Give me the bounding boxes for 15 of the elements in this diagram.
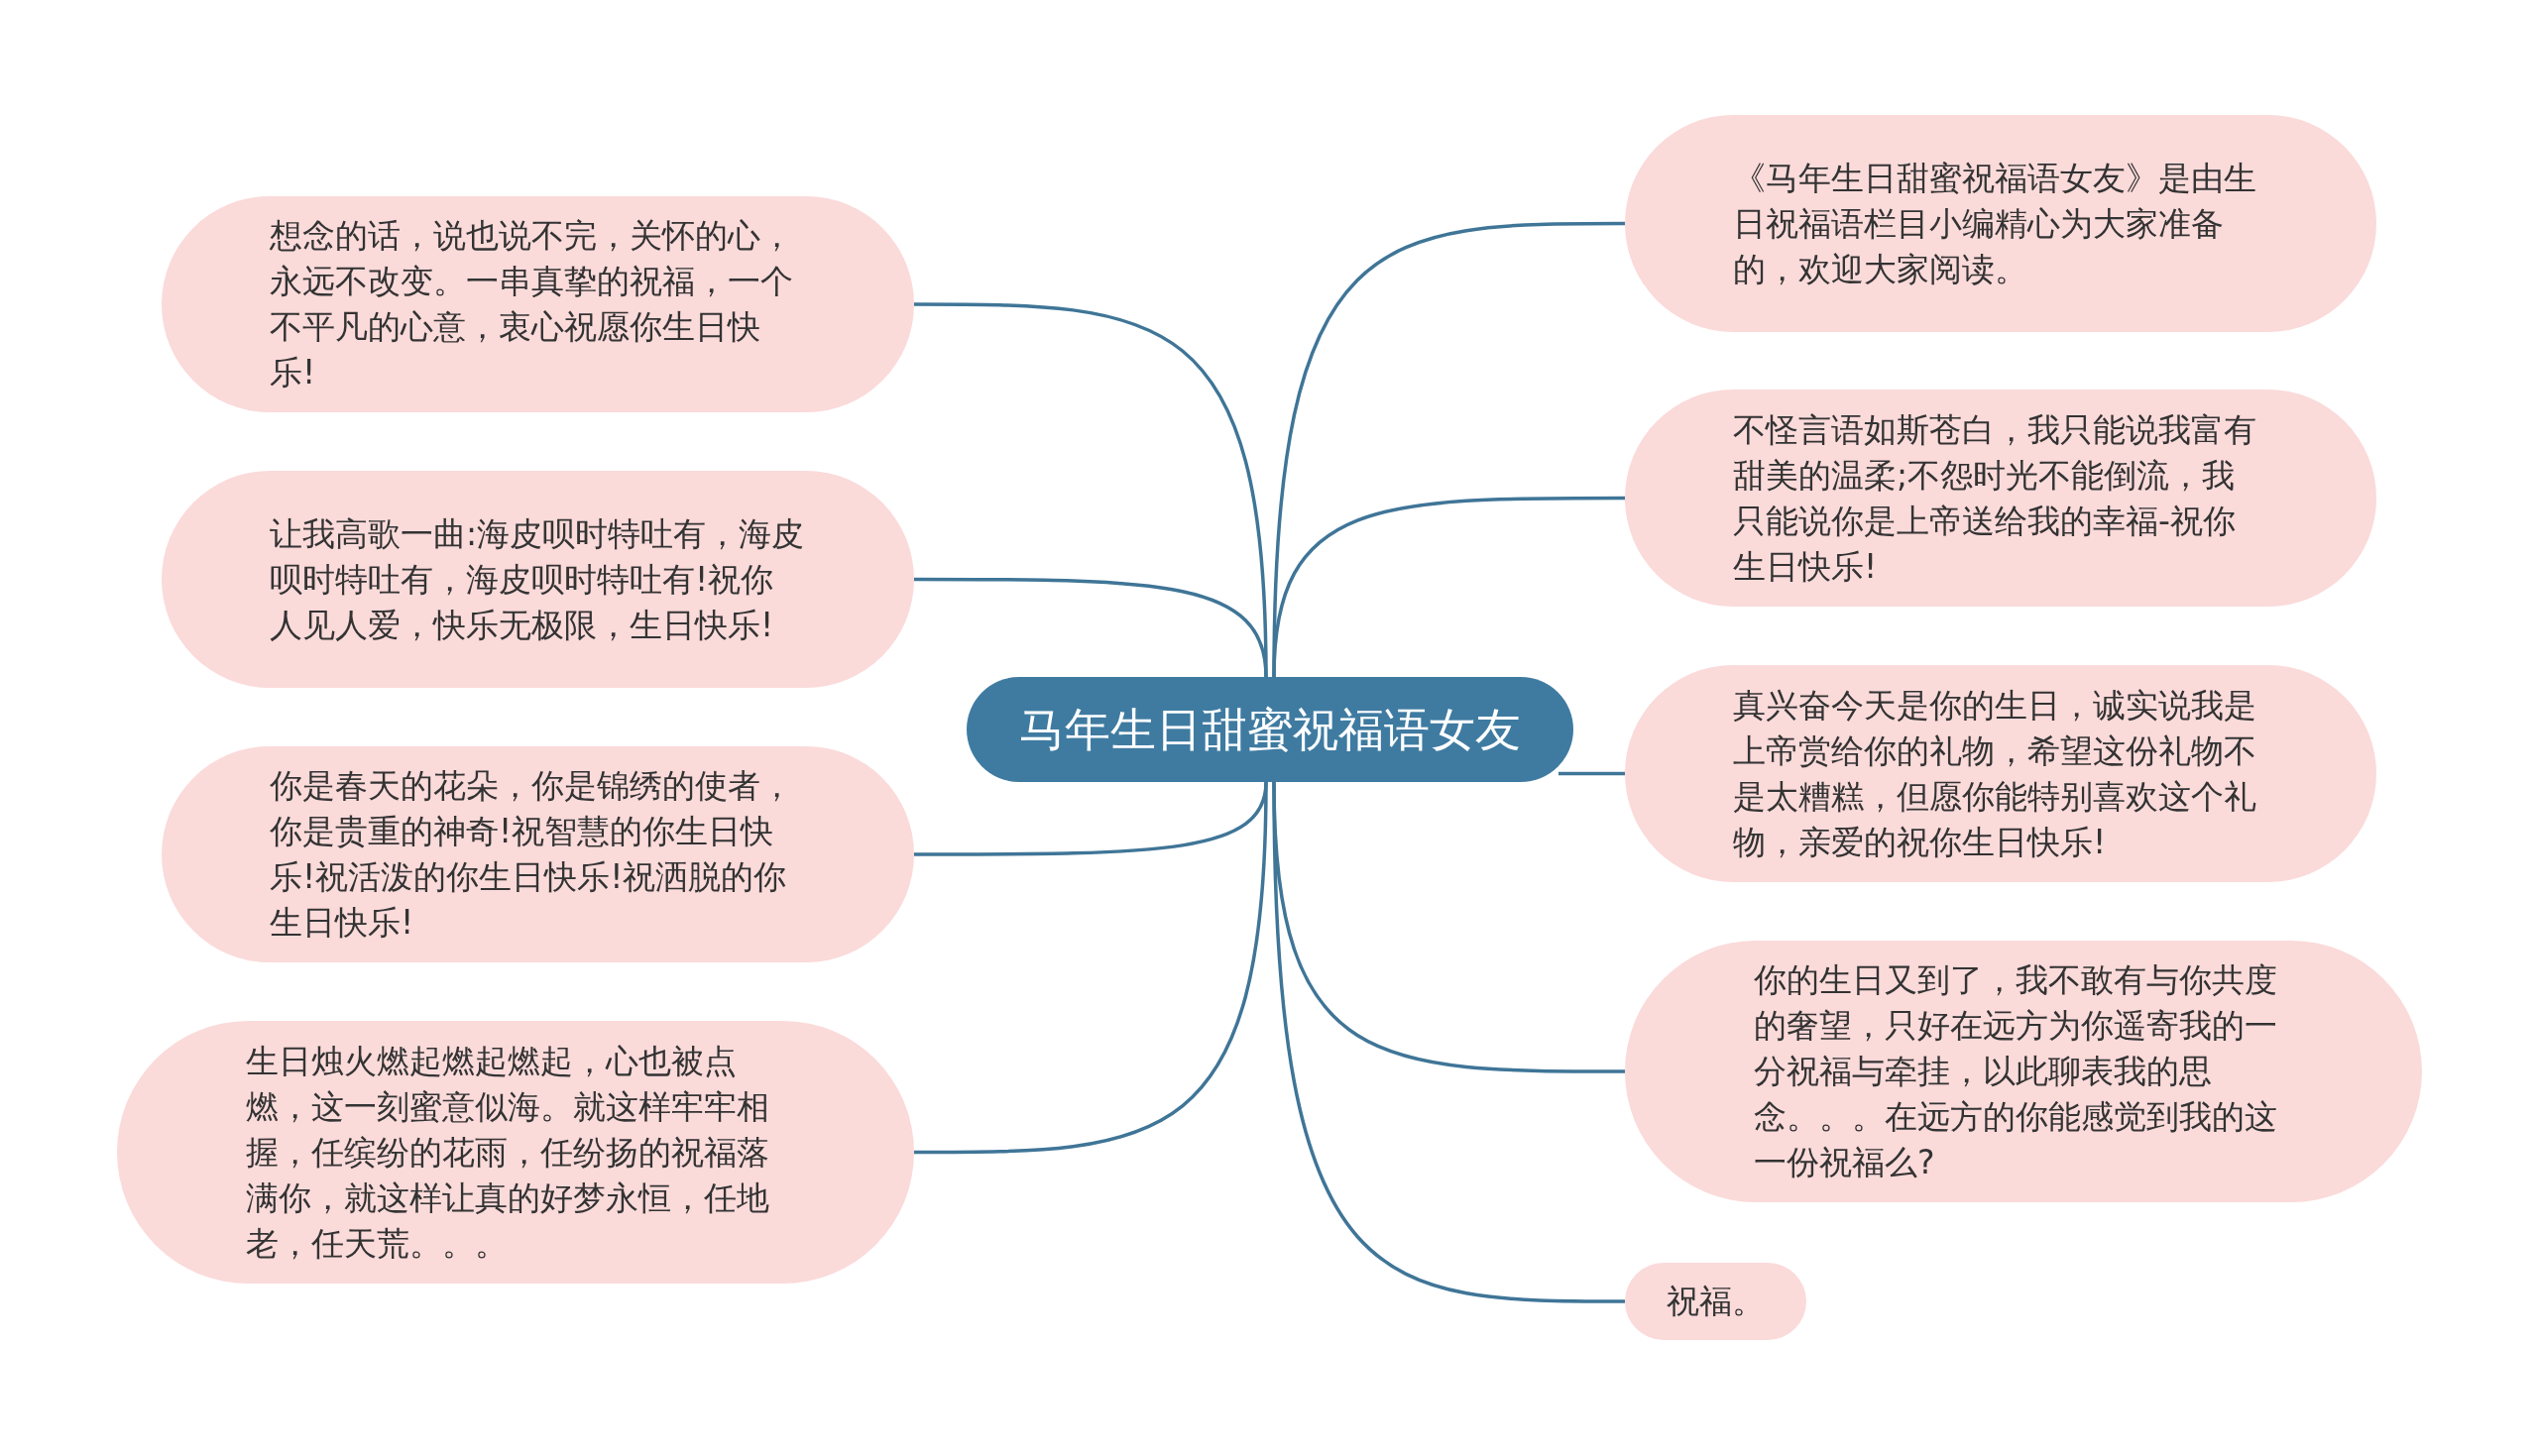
topic-box: 不怪言语如斯苍白，我只能说我富有甜美的温柔;不怨时光不能倒流，我只能说你是上帝送给我的幸福-祝你生日快乐!	[1625, 390, 2376, 607]
connector-line	[914, 577, 1268, 678]
topic-box: 真兴奋今天是你的生日，诚实说我是上帝赏给你的礼物，希望这份礼物不是太糟糕，但愿你能特别喜欢这个礼物，亲爱的祝你生日快乐!	[1625, 665, 2376, 882]
topic-box: 《马年生日甜蜜祝福语女友》是由生日祝福语栏目小编精心为大家准备的，欢迎大家阅读。	[1625, 115, 2376, 332]
connector-line	[1272, 781, 1625, 1303]
connector-line	[914, 781, 1268, 1155]
topic-box: 祝福。	[1625, 1263, 1806, 1340]
topic-box: 让我高歌一曲:海皮呗时特吐有，海皮呗时特吐有，海皮呗时特吐有!祝你人见人爱，快乐无极限，生日快乐!	[162, 471, 914, 688]
topic-box: 生日烛火燃起燃起燃起，心也被点燃，这一刻蜜意似海。就这样牢牢相握，任缤纷的花雨，任纷扬的祝福落满你，就这样让真的好梦永恒，任地老，任天荒。。。	[117, 1021, 914, 1284]
topic-box: 想念的话，说也说不完，关怀的心，永远不改变。一串真挚的祝福，一个不平凡的心意，衷心祝愿你生日快乐!	[162, 196, 914, 412]
topic-box: 你的生日又到了，我不敢有与你共度的奢望，只好在远方为你遥寄我的一分祝福与牵挂，以此聊表我的思念。。。在远方的你能感觉到我的这一份祝福么?	[1625, 941, 2422, 1202]
topic-box: 你是春天的花朵，你是锦绣的使者，你是贵重的神奇!祝智慧的你生日快乐!祝活泼的你生日快乐!祝洒脱的你生日快乐!	[162, 746, 914, 962]
central-topic-box: 马年生日甜蜜祝福语女友	[967, 677, 1573, 782]
connector-line	[1558, 771, 1625, 776]
connector-line	[1272, 496, 1625, 678]
